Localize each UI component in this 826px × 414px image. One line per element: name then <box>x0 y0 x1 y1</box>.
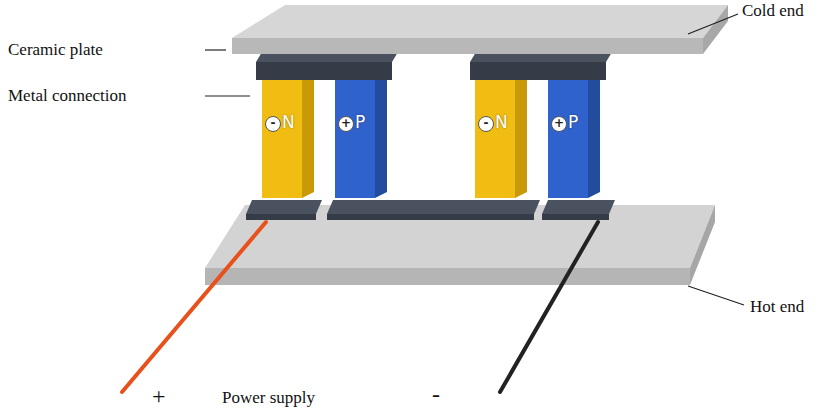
metal-pad <box>542 214 609 220</box>
n-type-block: -N <box>262 80 302 198</box>
part-label: Cold end <box>742 2 804 21</box>
ceramic-plate-top <box>232 5 728 38</box>
metal-pad <box>246 214 316 220</box>
ceramic-plate-side <box>703 5 728 54</box>
part-label: Hot end <box>750 298 804 317</box>
n-block-side <box>515 74 527 198</box>
p-type-block: +P <box>548 80 588 198</box>
p-type-block: +P <box>335 80 375 198</box>
p-block-side <box>588 74 600 198</box>
polarity-sign: + <box>152 383 166 409</box>
charge-symbol: - <box>478 116 494 132</box>
ceramic-plate-front <box>205 268 690 285</box>
part-label: Ceramic plate <box>8 41 103 60</box>
part-label: Metal connection <box>8 87 127 106</box>
ceramic-plate-front <box>232 38 703 54</box>
metal-pad <box>327 214 534 220</box>
metal-pad <box>256 62 392 80</box>
carrier-arrow <box>269 132 561 148</box>
ceramic-plate-top <box>205 205 715 268</box>
metal-pad <box>470 62 606 80</box>
negative-wire <box>500 222 598 392</box>
charge-symbol: - <box>265 116 281 132</box>
part-label: Power supply <box>222 389 315 408</box>
leader-line <box>205 14 744 305</box>
metal-pad <box>542 200 615 214</box>
ceramic-plate-side <box>690 205 715 285</box>
positive-wire <box>122 222 266 392</box>
block-letter: N <box>495 113 508 132</box>
n-block-side <box>302 74 314 198</box>
polarity-sign: - <box>432 381 440 407</box>
metal-pad <box>246 200 322 214</box>
block-letter: P <box>568 113 578 132</box>
block-letter: P <box>355 113 365 132</box>
p-block-side <box>375 74 387 198</box>
n-type-block: -N <box>475 80 515 198</box>
charge-symbol: + <box>551 116 567 132</box>
metal-pad <box>327 200 540 214</box>
block-letter: N <box>282 113 295 132</box>
charge-symbol: + <box>338 116 354 132</box>
